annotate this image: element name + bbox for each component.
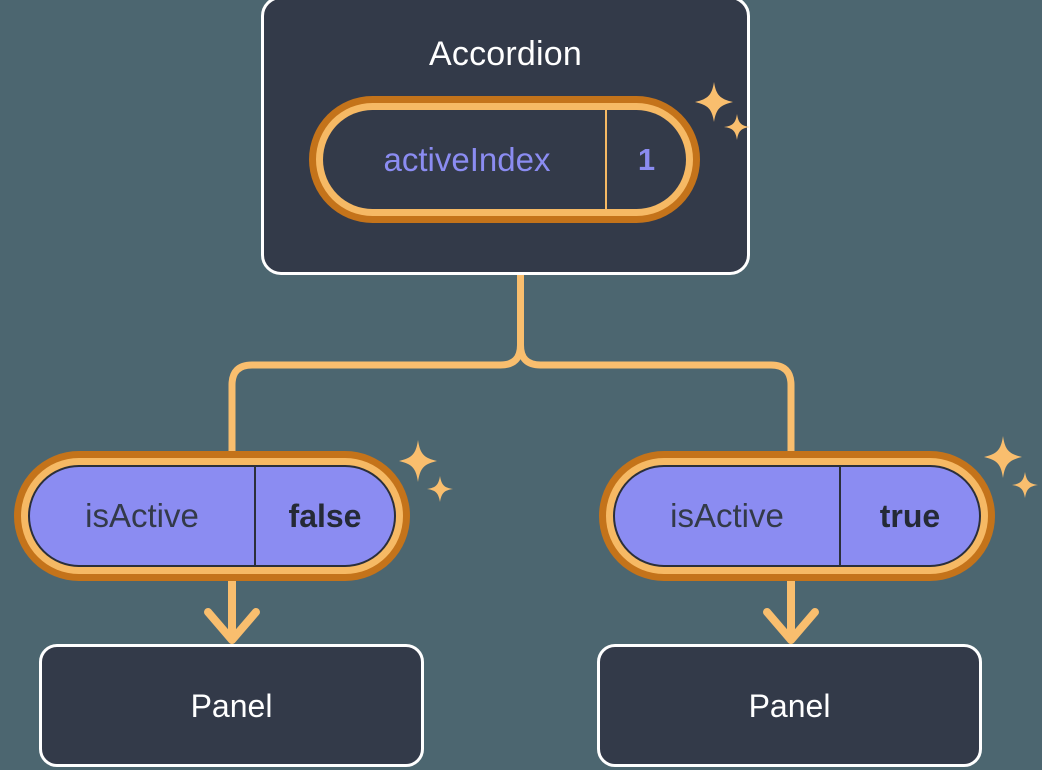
branch-connector-path-right — [517, 341, 795, 462]
prop-value-isactive-left: false — [288, 497, 362, 534]
prop-key-isactive-right: isActive — [615, 467, 841, 565]
prop-value-isactive-right: true — [879, 497, 941, 534]
prop-pill-ring: isActive false — [21, 458, 403, 574]
sparkle-small — [1012, 472, 1038, 498]
sparkle-large — [984, 436, 1022, 478]
branch-connector-path — [228, 270, 524, 462]
prop-pill-body: isActive true — [613, 465, 981, 567]
prop-pill-isactive-right[interactable]: isActive true — [599, 451, 995, 581]
prop-pill-isactive-left[interactable]: isActive false — [14, 451, 410, 581]
panel-title-left: Panel — [190, 688, 273, 724]
panel-title-right: Panel — [748, 688, 831, 724]
accordion-title: Accordion — [429, 35, 582, 73]
prop-pill-activeindex[interactable]: activeIndex 1 — [309, 96, 700, 223]
prop-key-activeindex: activeIndex — [323, 110, 607, 209]
prop-value-activeindex: 1 — [637, 141, 656, 177]
prop-pill-ring: isActive true — [606, 458, 988, 574]
panel-component-left[interactable]: Panel — [39, 644, 424, 767]
prop-key-isactive-left: isActive — [30, 467, 256, 565]
prop-pill-body: activeIndex 1 — [323, 110, 686, 209]
sparkle-large — [399, 440, 437, 482]
prop-pill-ring: activeIndex 1 — [316, 103, 693, 216]
panel-component-right[interactable]: Panel — [597, 644, 982, 767]
arrow-down-icon-left — [204, 574, 260, 644]
prop-pill-body: isActive false — [28, 465, 396, 567]
sparkle-small — [427, 476, 453, 502]
arrow-down-icon-right — [763, 574, 819, 644]
